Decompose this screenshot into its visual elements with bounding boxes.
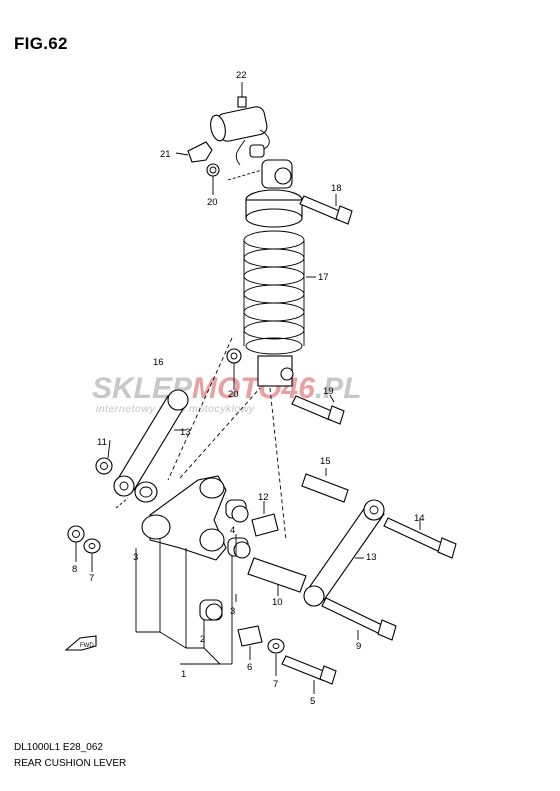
watermark-brand-last: .PL xyxy=(315,372,362,405)
cushion-lever xyxy=(141,475,227,561)
callout-17: 17 xyxy=(318,272,329,283)
bearing-3-b xyxy=(227,537,251,559)
svg-text:SKLEPMOTO46.PL: SKLEPMOTO46.PL xyxy=(92,372,362,405)
callout-14: 14 xyxy=(414,513,425,524)
collar-12 xyxy=(251,513,279,537)
callout-4: 4 xyxy=(230,525,235,536)
bolt-19 xyxy=(291,395,345,425)
callout-1: 1 xyxy=(181,669,186,680)
nut-11 xyxy=(95,457,113,475)
callout-16: 16 xyxy=(153,357,164,368)
model-code: DL1000L1 E28_062 xyxy=(14,742,103,753)
link-rod-right xyxy=(303,499,385,607)
fwd-label: FWD xyxy=(80,643,94,649)
bolt-5 xyxy=(281,655,337,685)
pin-15 xyxy=(301,473,349,503)
figure-title: FIG.62 xyxy=(14,34,68,53)
bolt-18 xyxy=(299,195,353,225)
upper-nut xyxy=(206,163,220,177)
callout-3-right: 3 xyxy=(230,606,235,617)
collar-6 xyxy=(237,625,263,647)
callout-10: 10 xyxy=(272,597,283,608)
callout-19: 19 xyxy=(323,386,334,397)
figure-caption: REAR CUSHION LEVER xyxy=(14,758,127,769)
callout-20-upper: 20 xyxy=(207,197,218,208)
shock-reservoir xyxy=(210,96,270,166)
shock-absorber xyxy=(243,159,305,387)
callout-7-left: 7 xyxy=(89,573,94,584)
callout-13-left: 13 xyxy=(180,427,191,438)
bearing-2 xyxy=(199,599,223,621)
callout-5: 5 xyxy=(310,696,315,707)
callout-21: 21 xyxy=(160,149,171,160)
leader-lines xyxy=(75,82,421,694)
link-rod-left xyxy=(113,389,189,497)
reservoir-clamp xyxy=(187,141,213,163)
callout-8: 8 xyxy=(72,564,77,575)
bearing-3-a xyxy=(134,481,158,503)
callout-13-right: 13 xyxy=(366,552,377,563)
callout-2: 2 xyxy=(200,634,205,645)
forward-direction-marker: FWD xyxy=(64,635,97,651)
callout-7-right: 7 xyxy=(273,679,278,690)
callout-18: 18 xyxy=(331,183,342,194)
washer-7-a xyxy=(83,538,101,554)
callout-11: 11 xyxy=(97,437,107,448)
callout-22: 22 xyxy=(236,70,247,81)
callout-12: 12 xyxy=(258,492,269,503)
callout-9: 9 xyxy=(356,641,361,652)
callout-6: 6 xyxy=(247,662,252,673)
lower-nut xyxy=(226,348,242,364)
nut-8 xyxy=(67,525,85,543)
callout-3-left: 3 xyxy=(133,552,138,563)
bearing-4 xyxy=(225,499,249,523)
callout-20-lower: 20 xyxy=(228,389,239,400)
bolt-9 xyxy=(321,597,397,641)
callout-15: 15 xyxy=(320,456,331,467)
spacer-10 xyxy=(247,557,307,593)
bolt-14 xyxy=(383,517,457,559)
callout-labels: 22 21 20 18 17 16 20 19 13 11 15 12 4 14… xyxy=(72,70,425,707)
washer-7-b xyxy=(267,638,285,654)
